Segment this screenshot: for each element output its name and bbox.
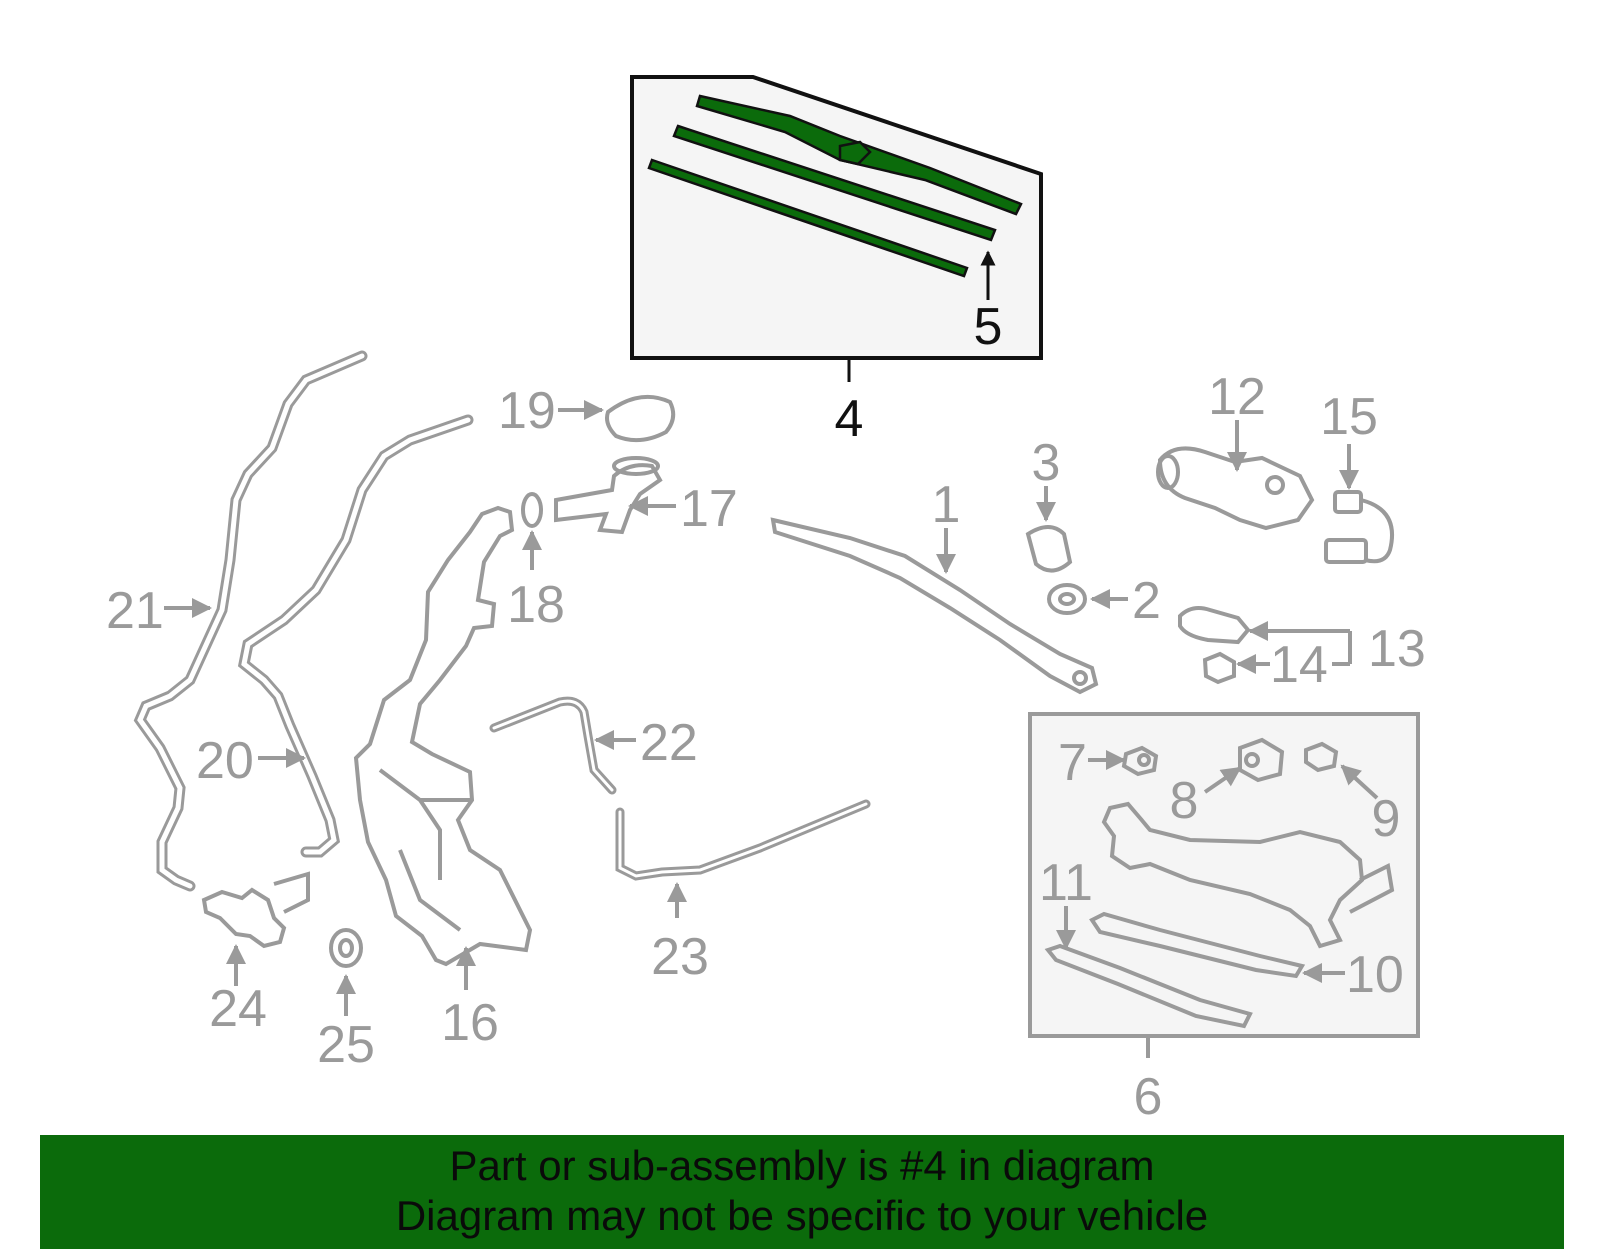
callout-19: 19 <box>498 382 556 440</box>
callout-17: 17 <box>680 480 738 538</box>
hose-23-part <box>615 799 871 881</box>
banner-disclaimer: Diagram may not be specific to your vehi… <box>395 1192 1209 1239</box>
hose-22-part <box>489 696 617 795</box>
hose-20-part <box>237 414 474 858</box>
callout-15: 15 <box>1320 388 1378 446</box>
callout-4: 4 <box>835 390 864 448</box>
callout-22: 22 <box>640 714 698 772</box>
callout-1: 1 <box>932 476 961 534</box>
callout-25: 25 <box>317 1016 375 1074</box>
filler-cap-part <box>558 394 676 443</box>
callout-5: 5 <box>974 298 1003 356</box>
banner-part-note: Part or sub-assembly is #4 in diagram <box>449 1142 1155 1189</box>
washer-part <box>1047 583 1128 615</box>
callout-6: 6 <box>1134 1068 1163 1126</box>
pump-part <box>201 871 310 986</box>
callout-18: 18 <box>507 576 565 634</box>
callout-20: 20 <box>196 732 254 790</box>
hose-21-part <box>133 350 368 892</box>
callout-16: 16 <box>441 994 499 1052</box>
callout-10: 10 <box>1346 946 1404 1004</box>
filler-neck-part <box>554 456 676 535</box>
callout-12: 12 <box>1208 368 1266 426</box>
callout-14: 14 <box>1270 636 1328 694</box>
cap-part <box>1025 486 1073 573</box>
wiper-blade-inset <box>630 75 1043 382</box>
reservoir-part <box>353 505 533 990</box>
callout-21: 21 <box>106 582 164 640</box>
wiper-arm-part <box>770 517 1099 695</box>
callout-24: 24 <box>209 980 267 1038</box>
callout-7: 7 <box>1058 734 1087 792</box>
bracket-part <box>1178 606 1352 685</box>
wiper-blade-part-4 <box>647 94 1023 278</box>
connector-part <box>1324 444 1395 564</box>
callout-11: 11 <box>1039 854 1093 912</box>
motor-part <box>1156 420 1315 531</box>
callout-9: 9 <box>1372 790 1401 848</box>
callout-23: 23 <box>651 928 709 986</box>
grommet-part <box>329 928 363 1016</box>
linkage-inset <box>1028 712 1420 1058</box>
callout-13: 13 <box>1368 620 1426 678</box>
info-banner: Part or sub-assembly is #4 in diagram Di… <box>40 1135 1564 1249</box>
callout-2: 2 <box>1132 572 1161 630</box>
o-ring-part <box>521 492 543 570</box>
callout-3: 3 <box>1032 434 1061 492</box>
callout-8: 8 <box>1170 772 1199 830</box>
